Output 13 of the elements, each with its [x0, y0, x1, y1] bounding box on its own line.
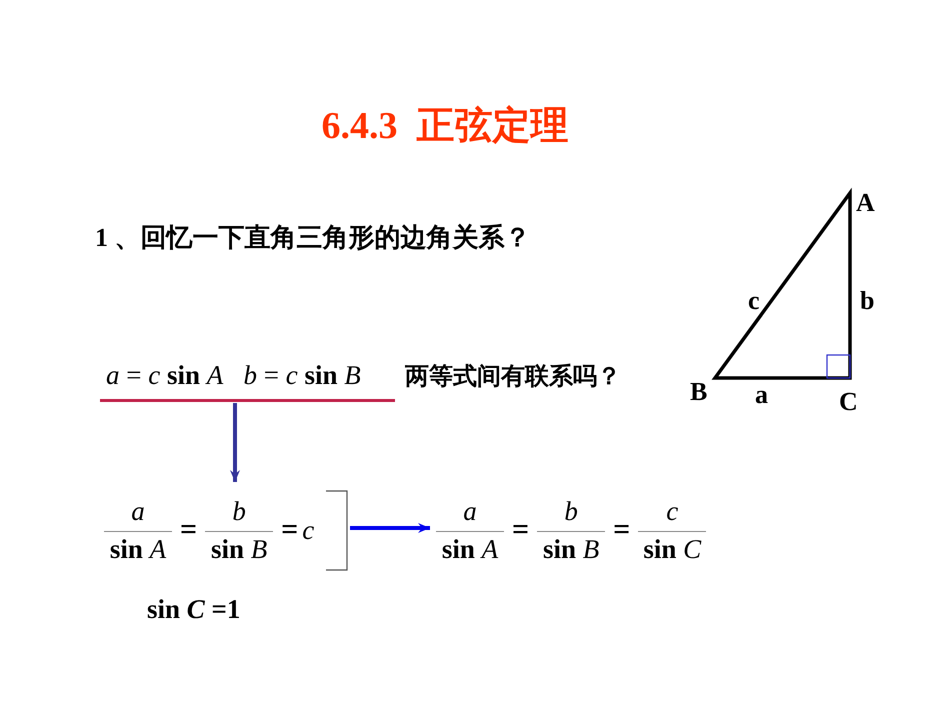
arrow	[230, 403, 240, 482]
title: 6.4.3 正弦定理	[320, 104, 570, 149]
formula: sin C =1	[147, 594, 240, 625]
vertex-label: C	[839, 387, 858, 417]
vertex-label: A	[856, 188, 875, 218]
vertex-label: B	[690, 377, 708, 407]
arrow	[350, 523, 430, 533]
question-text: 1 、回忆一下直角三角形的边角关系？	[95, 222, 532, 254]
side-label: c	[748, 286, 760, 316]
formula-box: a = c sin A b = c sin B	[100, 352, 395, 402]
side-label: a	[755, 380, 768, 410]
question-text: 两等式间有联系吗？	[405, 362, 621, 392]
side-label: b	[860, 286, 874, 316]
